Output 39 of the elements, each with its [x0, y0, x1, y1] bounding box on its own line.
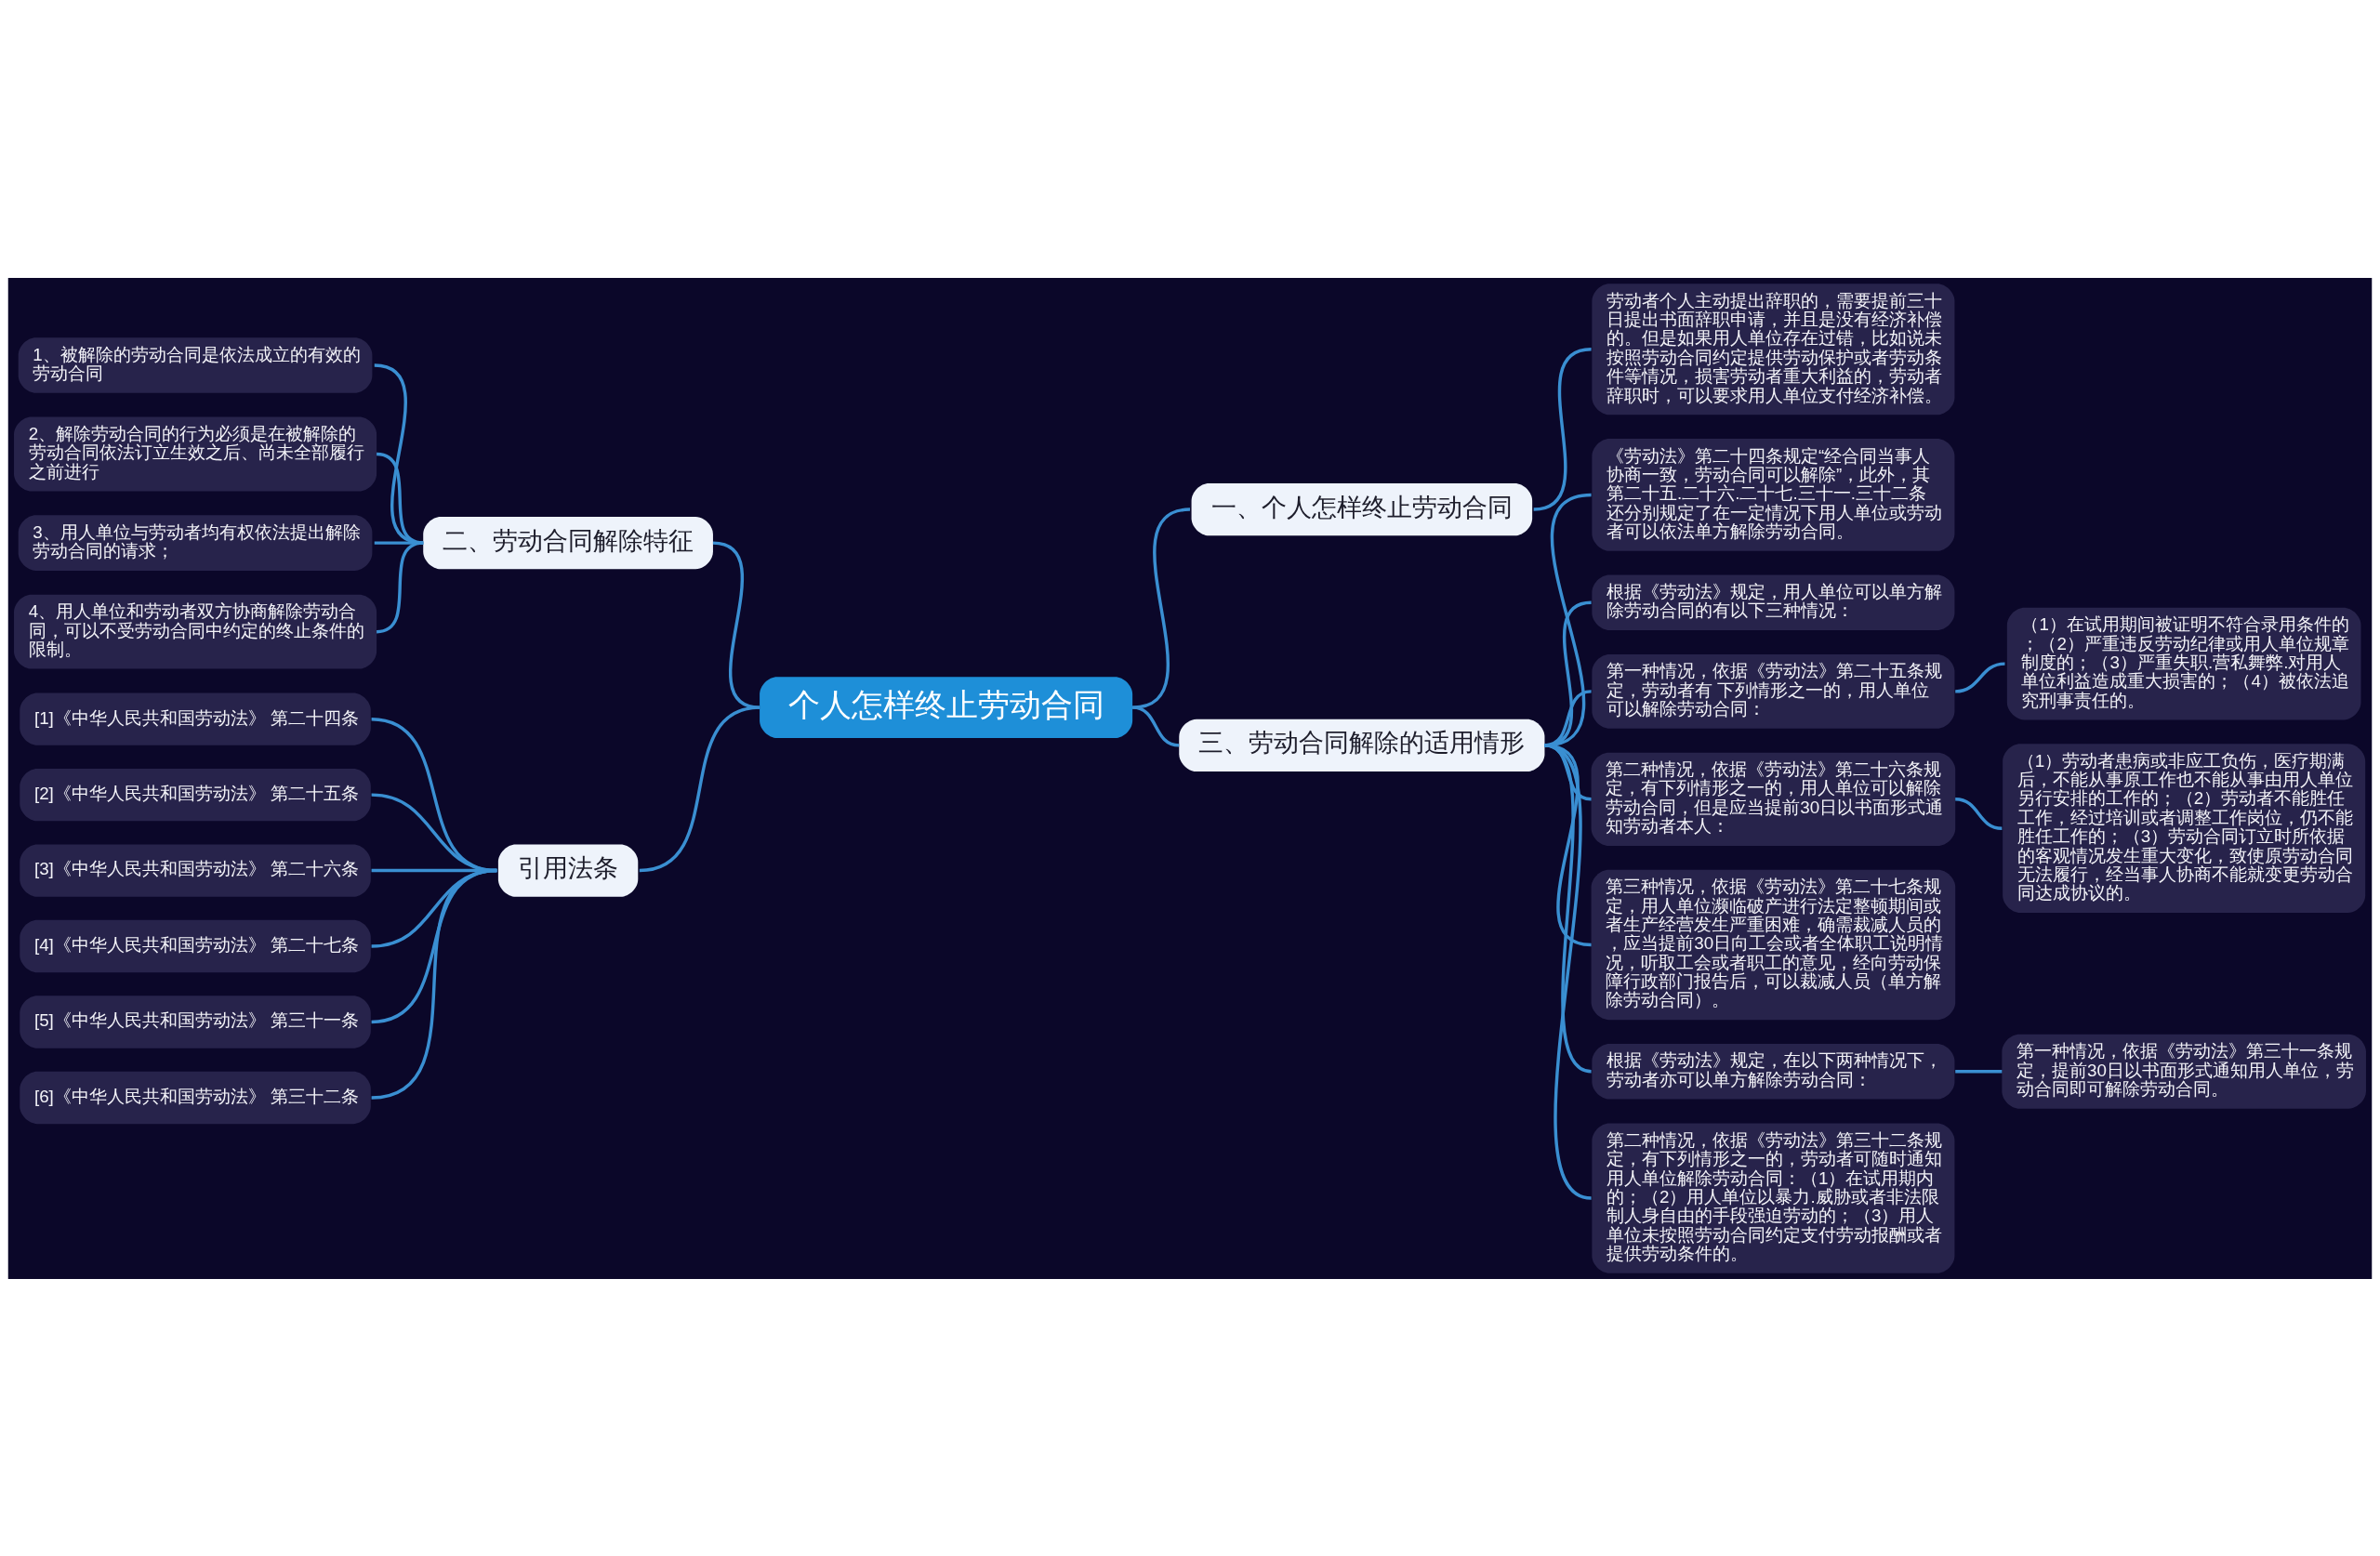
node-box: 第三种情况，依据《劳动法》第二十七条规定，用人单位濒临破产进行法定整顿期间或者生产经营发生严重困难，确需裁减人员的，应当提前30日向工会或者全体职工说明情况，听取工会或者职工的意见，经向劳动保障行政部门报告后，可以裁减人员（单方解除劳动合同）。 — [1591, 869, 1956, 1020]
node-box: 根据《劳动法》规定，用人单位可以单方解除劳动合同的有以下三种情况： — [1592, 574, 1955, 630]
node-box: （1）劳动者患病或非应工负伤，医疗期满后，不能从事原工作也不能从事由用人单位另行安排的工作的；（2）劳动者不能胜任工作，经过培训或者调整工作岗位，仍不能胜任工作的；（3）劳动合同订立时所依据的客观情况发生重大变化，致使原劳动合同无法履行，经当事人协商不能就变更劳动合同达成协议的。 — [2003, 743, 2366, 913]
node-box: 第二种情况，依据《劳动法》第三十二条规定，有下列情形之一的，劳动者可随时通知用人单位解除劳动合同：（1）在试用期内的；（2）用人单位以暴力.威胁或者非法限制人身自由的手段强迫劳动的；（3）用人单位未按照劳动合同约定支付劳动报酬或者提供劳动条件的。 — [1592, 1122, 1955, 1273]
connector — [1131, 705, 1180, 747]
node-box: [4]《中华人民共和国劳动法》 第二十七条 — [20, 919, 371, 972]
connector — [376, 540, 424, 633]
node-box: 二、劳动合同解除特征 — [423, 516, 713, 569]
connector — [374, 363, 424, 545]
node-box: [5]《中华人民共和国劳动法》 第三十一条 — [20, 995, 371, 1048]
node-box: （1）在试用期间被证明不符合录用条件的；（2）严重违反劳动纪律或用人单位规章制度的；（3）严重失职.营私舞弊.对用人单位利益造成重大损害的；（4）被依法追究刑事责任的。 — [2006, 607, 2361, 719]
node-box: 劳动者个人主动提出辞职的，需要提前三十日提出书面辞职申请，并且是没有经济补偿的。但是如果用人单位存在过错，比如说未按照劳动合同约定提供劳动保护或者劳动条件等情况，损害劳动者重大利益的，劳动者辞职时，可以要求用人单位支付经济补偿。 — [1592, 283, 1955, 415]
node-box: [6]《中华人民共和国劳动法》 第三十二条 — [20, 1071, 371, 1124]
node-box: 《劳动法》第二十四条规定“经合同当事人协商一致，劳动合同可以解除”，此外，其第二十五.二十六.二十七.三十一.三十二条还分别规定了在一定情况下用人单位或劳动者可以依法单方解除劳动合同。 — [1592, 438, 1955, 551]
node-box: 一、个人怎样终止劳动合同 — [1191, 482, 1533, 535]
connector — [376, 452, 424, 545]
node-box: 2、解除劳动合同的行为必须是在被解除的劳动合同依法订立生效之后、尚未全部履行之前进行 — [14, 416, 377, 491]
connector — [639, 705, 760, 872]
connector — [374, 540, 424, 545]
node-box: 1、被解除的劳动合同是依法成立的有效的劳动合同 — [18, 336, 373, 393]
node-box: 第二种情况，依据《劳动法》第二十六条规定，有下列情形之一的，用人单位可以解除劳动合同，但是应当提前30日以书面形式通知劳动者本人： — [1591, 752, 1956, 846]
node-box: [2]《中华人民共和国劳动法》 第二十五条 — [20, 768, 371, 821]
node-box: 三、劳动合同解除的适用情形 — [1179, 719, 1545, 771]
node-box: 个人怎样终止劳动合同 — [760, 676, 1133, 738]
node-box: 根据《劳动法》规定，在以下两种情况下，劳动者亦可以单方解除劳动合同： — [1592, 1043, 1955, 1100]
node-box: [1]《中华人民共和国劳动法》 第二十四条 — [20, 692, 371, 745]
connector — [1131, 507, 1191, 709]
connector — [1955, 797, 2003, 830]
connector — [712, 540, 760, 709]
node-box: 4、用人单位和劳动者双方协商解除劳动合同，可以不受劳动合同中约定的终止条件的限制。 — [14, 594, 377, 669]
node-box: 引用法条 — [497, 843, 639, 897]
connector — [1533, 347, 1592, 511]
node-box: 3、用人单位与劳动者均有权依法提出解除劳动合同的请求； — [18, 514, 373, 571]
node-box: 第一种情况，依据《劳动法》第三十一条规定，提前30日以书面形式通知用人单位，劳动合同即可解除劳动合同。 — [2002, 1034, 2366, 1109]
connector — [1955, 661, 2005, 693]
connector — [1955, 1069, 2003, 1073]
node-box: 第一种情况，依据《劳动法》第二十五条规定，劳动者有 下列情形之一的，用人单位可以解除劳动合同： — [1592, 653, 1955, 729]
connector — [371, 868, 497, 1100]
node-box: [3]《中华人民共和国劳动法》 第二十六条 — [20, 843, 371, 897]
